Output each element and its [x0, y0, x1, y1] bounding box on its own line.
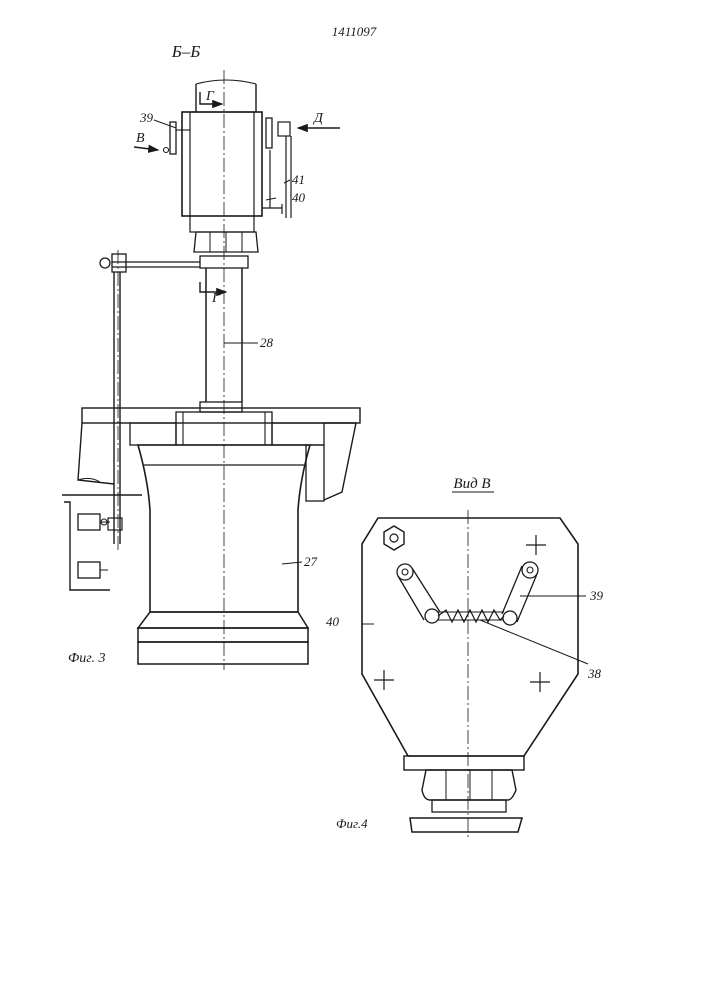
view-arrow-v: [134, 147, 169, 153]
view-label: Вид В: [453, 476, 490, 492]
fig4-drawing: [362, 510, 578, 840]
fig3-caption: Фиг. 3: [68, 651, 106, 666]
label-part-27: 27: [304, 554, 318, 569]
label-d: Д: [312, 111, 324, 126]
label-part-41: 41: [292, 172, 305, 187]
fig4-caption: Фиг.4: [336, 816, 368, 831]
patent-number: 1411097: [332, 24, 377, 39]
fig3-drawing: [62, 70, 360, 670]
label-v: В: [136, 131, 145, 146]
fig4-label-part-38: 38: [587, 666, 602, 681]
label-g-top: Г: [205, 89, 215, 104]
label-g-mid: Г: [211, 291, 221, 306]
fig4-label-part-39: 39: [589, 588, 604, 603]
label-part-28: 28: [260, 335, 274, 350]
section-label: Б–Б: [171, 42, 201, 61]
fig3-leaders: [154, 120, 302, 564]
fig4-leaders: [362, 596, 588, 664]
label-part-40: 40: [292, 190, 306, 205]
label-part-39: 39: [139, 110, 154, 125]
fig4-label-part-40: 40: [326, 614, 340, 629]
